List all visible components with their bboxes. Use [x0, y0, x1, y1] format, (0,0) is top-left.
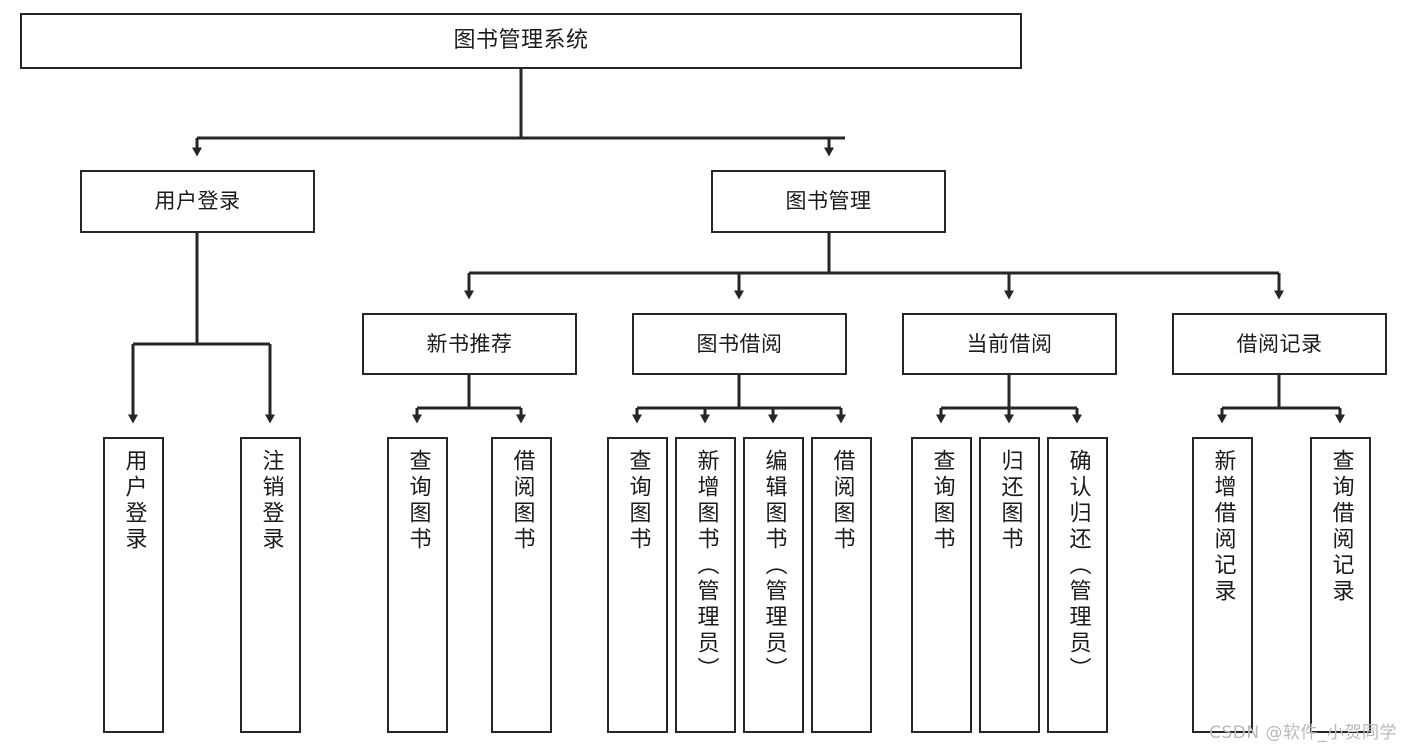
leaf-borrow-borrow-book[interactable]: 借阅图书: [811, 437, 872, 733]
node-book-management[interactable]: 图书管理: [711, 170, 946, 233]
leaf-user-login-login[interactable]: 用户登录: [103, 437, 164, 733]
leaf-current-query-book[interactable]: 查询图书: [911, 437, 972, 733]
node-label: 借阅图书: [829, 449, 855, 553]
node-label: 查询图书: [929, 449, 955, 553]
node-label: 新增借阅记录: [1210, 449, 1236, 605]
node-label: 新书推荐: [426, 331, 513, 356]
node-label: 当前借阅: [966, 331, 1053, 356]
node-label: 图书借阅: [696, 331, 783, 356]
node-label: 查询图书: [405, 449, 431, 553]
node-label: 图书管理系统: [453, 28, 589, 54]
node-label: 查询借阅记录: [1328, 449, 1354, 605]
node-label: 查询图书: [625, 449, 651, 553]
csdn-watermark: CSDN @软件_小贺同学: [1209, 723, 1397, 743]
node-root-system[interactable]: 图书管理系统: [20, 13, 1022, 69]
leaf-current-confirm-return-admin[interactable]: 确认归还（管理员）: [1047, 437, 1108, 733]
leaf-user-login-logout[interactable]: 注销登录: [240, 437, 301, 733]
node-label: 用户登录: [121, 449, 147, 553]
node-book-borrow[interactable]: 图书借阅: [632, 313, 847, 375]
node-label: 借阅记录: [1236, 331, 1323, 356]
leaf-new-book-query[interactable]: 查询图书: [387, 437, 448, 733]
leaf-borrow-query-book[interactable]: 查询图书: [607, 437, 668, 733]
node-user-login[interactable]: 用户登录: [80, 170, 315, 233]
node-label: 归还图书: [997, 449, 1023, 553]
node-label: 编辑图书（管理员）: [761, 449, 787, 683]
node-label: 确认归还（管理员）: [1065, 449, 1091, 683]
node-new-book-recommend[interactable]: 新书推荐: [362, 313, 577, 375]
node-label: 图书管理: [785, 189, 872, 214]
node-label: 新增图书（管理员）: [693, 449, 719, 683]
node-current-borrow[interactable]: 当前借阅: [902, 313, 1117, 375]
leaf-borrow-add-book-admin[interactable]: 新增图书（管理员）: [675, 437, 736, 733]
node-label: 借阅图书: [509, 449, 535, 553]
node-label: 用户登录: [154, 189, 241, 214]
leaf-borrow-edit-book-admin[interactable]: 编辑图书（管理员）: [743, 437, 804, 733]
leaf-current-return-book[interactable]: 归还图书: [979, 437, 1040, 733]
node-label: 注销登录: [258, 449, 284, 553]
leaf-new-book-borrow[interactable]: 借阅图书: [491, 437, 552, 733]
leaf-record-add-record[interactable]: 新增借阅记录: [1192, 437, 1253, 733]
leaf-record-query-record[interactable]: 查询借阅记录: [1310, 437, 1371, 733]
node-borrow-record[interactable]: 借阅记录: [1172, 313, 1387, 375]
